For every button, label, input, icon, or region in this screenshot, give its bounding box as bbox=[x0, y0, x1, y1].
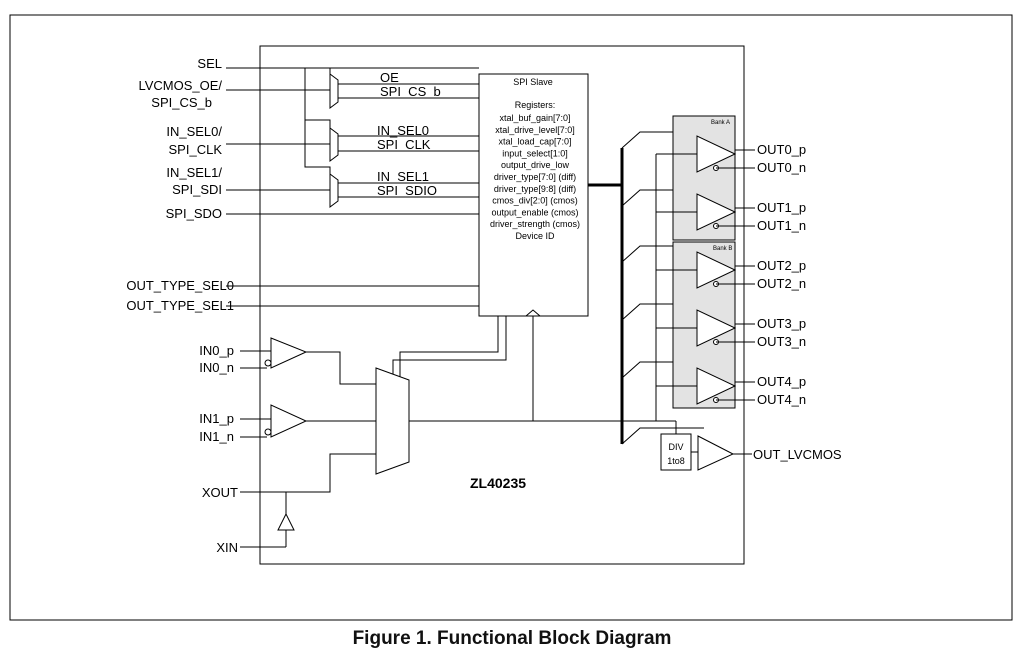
left-pin-labels: SEL LVCMOS_OE/ SPI_CS_b IN_SEL0/ SPI_CLK… bbox=[126, 56, 238, 555]
register-item: xtal_drive_level[7:0] bbox=[495, 125, 575, 135]
divider-label-1: DIV bbox=[668, 442, 683, 452]
sig-spi-sdio: SPI_SDIO bbox=[377, 183, 437, 198]
bank-b-label: Bank B bbox=[713, 246, 732, 252]
sig-oe: OE bbox=[380, 70, 399, 85]
sig-in-sel0: IN_SEL0 bbox=[377, 123, 429, 138]
mux-control-wires bbox=[392, 316, 656, 422]
register-item: cmos_div[2:0] (cmos) bbox=[492, 196, 578, 206]
output-p-label: OUT2_p bbox=[757, 258, 806, 273]
register-item: xtal_buf_gain[7:0] bbox=[499, 113, 570, 123]
spi-slave-block bbox=[478, 73, 589, 317]
input-buffer-wires bbox=[240, 350, 376, 548]
output-n-label: OUT4_n bbox=[757, 392, 806, 407]
register-item: input_select[1:0] bbox=[502, 148, 568, 158]
pin-in1-n: IN1_n bbox=[199, 429, 234, 444]
inv-bubble-in1 bbox=[264, 428, 272, 436]
registers-title: Registers: bbox=[515, 100, 556, 110]
input-wires bbox=[226, 67, 479, 307]
pin-in-sel0: IN_SEL0/ bbox=[166, 124, 222, 139]
chip-box bbox=[259, 45, 745, 565]
mux-in-sel0 bbox=[329, 127, 339, 162]
divider-box bbox=[660, 433, 692, 471]
register-item: driver_strength (cmos) bbox=[490, 219, 580, 229]
pin-in0-p: IN0_p bbox=[199, 343, 234, 358]
register-list: xtal_buf_gain[7:0] xtal_drive_level[7:0]x… bbox=[490, 113, 580, 241]
pin-out-type-sel0: OUT_TYPE_SEL0 bbox=[126, 278, 234, 293]
spi-slave-title: SPI Slave bbox=[513, 77, 553, 87]
pin-spi-sdi: SPI_SDI bbox=[172, 182, 222, 197]
output-p-label: OUT1_p bbox=[757, 200, 806, 215]
inv-bubble-in0 bbox=[264, 359, 272, 367]
register-item: output_drive_low bbox=[501, 160, 570, 170]
output-p-label: OUT4_p bbox=[757, 374, 806, 389]
pin-xout: XOUT bbox=[202, 485, 238, 500]
output-drivers: OUT0_pOUT0_nOUT1_pOUT1_nOUT2_pOUT2_nOUT3… bbox=[696, 135, 806, 407]
register-item: output_enable (cmos) bbox=[491, 207, 578, 217]
output-driver-1 bbox=[696, 193, 737, 231]
output-n-label: OUT3_n bbox=[757, 334, 806, 349]
output-n-label: OUT1_n bbox=[757, 218, 806, 233]
output-n-label: OUT0_n bbox=[757, 160, 806, 175]
pin-spi-cs-b: SPI_CS_b bbox=[151, 95, 212, 110]
output-driver-3 bbox=[696, 309, 737, 347]
pin-spi-clk: SPI_CLK bbox=[169, 142, 223, 157]
figure-caption: Figure 1. Functional Block Diagram bbox=[352, 628, 672, 649]
output-p-label: OUT0_p bbox=[757, 142, 806, 157]
register-item: Device ID bbox=[515, 231, 555, 241]
input-buffer-in0 bbox=[270, 337, 308, 369]
mux-oe bbox=[329, 73, 339, 109]
mux-in-sel1 bbox=[329, 173, 339, 208]
pin-out-type-sel1: OUT_TYPE_SEL1 bbox=[126, 298, 234, 313]
clock-distribution bbox=[655, 153, 697, 434]
sig-in-sel1: IN_SEL1 bbox=[377, 169, 429, 184]
output-driver-2 bbox=[696, 251, 737, 289]
figure-frame bbox=[9, 14, 1013, 621]
lvcmos-driver bbox=[697, 435, 735, 471]
pin-in1-p: IN1_p bbox=[199, 411, 234, 426]
pin-lvcmos-oe: LVCMOS_OE/ bbox=[138, 78, 222, 93]
xtal-buffer bbox=[277, 512, 295, 531]
input-mux bbox=[375, 367, 410, 475]
spi-clk-marker bbox=[524, 309, 542, 317]
sig-spi-clk: SPI_CLK bbox=[377, 137, 431, 152]
bank-a-label: Bank A bbox=[711, 120, 730, 126]
pin-sel: SEL bbox=[197, 56, 222, 71]
chip-name: ZL40235 bbox=[470, 475, 526, 491]
output-n-label: OUT2_n bbox=[757, 276, 806, 291]
output-driver-0 bbox=[696, 135, 737, 173]
output-p-label: OUT3_p bbox=[757, 316, 806, 331]
sig-spi-cs-b: SPI_CS_b bbox=[380, 84, 441, 99]
register-item: driver_type[9:8] (diff) bbox=[494, 184, 576, 194]
out-lvcmos-label: OUT_LVCMOS bbox=[753, 447, 842, 462]
divider-label-2: 1to8 bbox=[667, 456, 685, 466]
output-driver-4 bbox=[696, 367, 737, 405]
pin-in0-n: IN0_n bbox=[199, 360, 234, 375]
register-item: driver_type[7:0] (diff) bbox=[494, 172, 576, 182]
pin-spi-sdo: SPI_SDO bbox=[166, 206, 222, 221]
pin-in-sel1: IN_SEL1/ bbox=[166, 165, 222, 180]
pin-xin: XIN bbox=[216, 540, 238, 555]
input-buffer-in1 bbox=[270, 404, 308, 438]
register-item: xtal_load_cap[7:0] bbox=[498, 137, 571, 147]
